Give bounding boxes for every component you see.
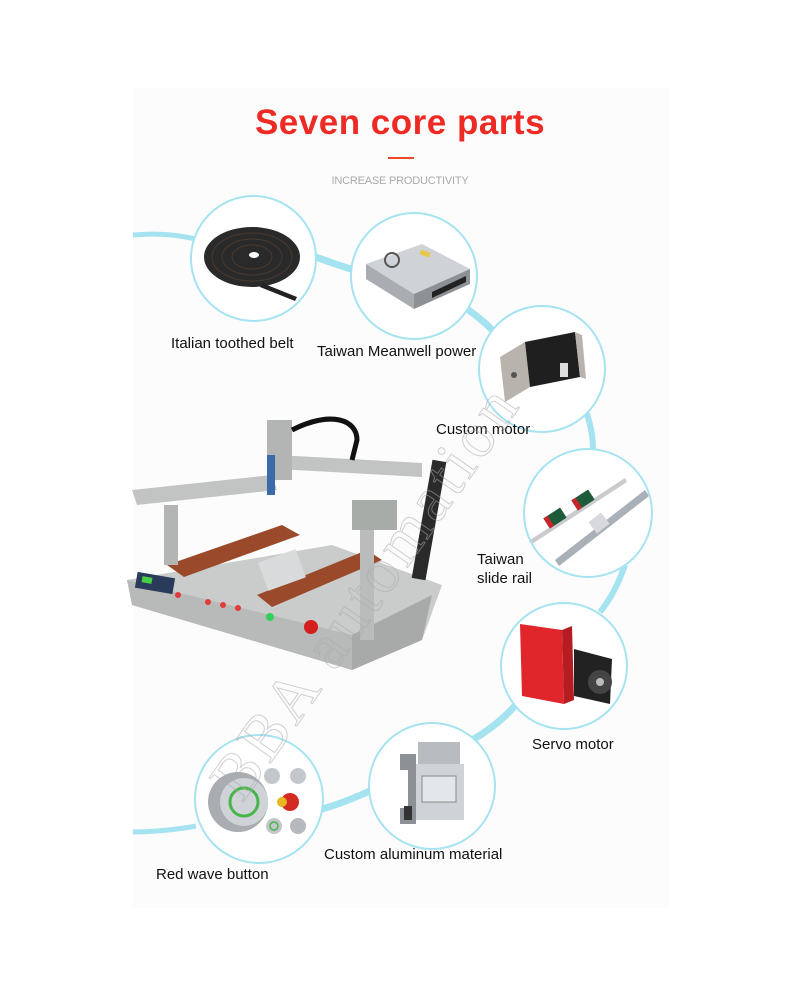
- part-circle-power-supply: [350, 212, 478, 340]
- part-label-slide-rail-line2: slide rail: [477, 570, 533, 587]
- part-label-toothed-belt: Italian toothed belt: [171, 335, 294, 352]
- part-label-aluminum: Custom aluminum material: [324, 846, 503, 863]
- title-divider: [388, 157, 414, 159]
- part-circle-slide-rail: [523, 448, 653, 578]
- part-label-power-supply: Taiwan Meanwell power: [317, 343, 477, 360]
- part-circle-aluminum: [368, 722, 496, 850]
- part-circle-push-buttons: [194, 734, 324, 864]
- part-circle-custom-motor: [478, 305, 606, 433]
- slide-rail-icon: [530, 478, 649, 566]
- part-label-slide-rail: Taiwan slide rail: [477, 550, 532, 588]
- push-buttons-icon: [208, 768, 306, 834]
- stepper-motor-icon: [500, 332, 586, 402]
- power-supply-icon: [366, 244, 470, 309]
- part-label-servo-motor: Servo motor: [532, 736, 614, 753]
- servo-motor-icon: [520, 624, 612, 704]
- part-label-push-buttons: Red wave button: [156, 866, 269, 883]
- part-circle-servo-motor: [500, 602, 628, 730]
- part-label-custom-motor: Custom motor: [436, 421, 531, 438]
- page-title: Seven core parts: [254, 103, 546, 142]
- screw-fastening-machine-icon: [127, 416, 447, 670]
- page-subtitle: INCREASE PRODUCTIVITY: [331, 175, 469, 187]
- toothed-belt-icon: [204, 227, 300, 301]
- part-circle-toothed-belt: [190, 195, 317, 322]
- part-label-slide-rail-line1: Taiwan: [477, 551, 524, 568]
- aluminum-profile-icon: [400, 742, 464, 824]
